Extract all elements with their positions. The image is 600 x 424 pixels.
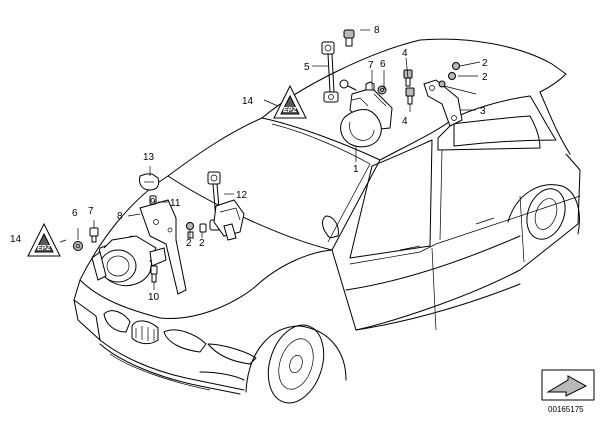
actuator-front xyxy=(91,199,187,295)
callout-14-b: 14 xyxy=(10,234,22,245)
callout-8-a: 8 xyxy=(117,211,123,222)
callout-2-b: 2 xyxy=(482,72,488,83)
hardware-rear xyxy=(343,29,460,105)
callout-6-b: 6 xyxy=(380,59,386,70)
callout-2-a: 2 xyxy=(482,58,488,69)
callout-4-a: 4 xyxy=(402,48,408,59)
leader-lines xyxy=(59,29,481,290)
warning-sticker-left: EPZ xyxy=(27,222,61,257)
callout-3: 3 xyxy=(480,106,486,117)
svg-text:EPZ: EPZ xyxy=(37,245,51,252)
warning-sticker-windshield: EPZ xyxy=(273,84,307,119)
callout-14-a: 14 xyxy=(242,96,254,107)
callout-9: 9 xyxy=(150,197,156,208)
callout-10: 10 xyxy=(148,292,160,303)
direction-arrow-icon xyxy=(541,369,595,401)
callout-11: 11 xyxy=(170,198,181,209)
callout-8-b: 8 xyxy=(374,25,380,36)
callout-7-a: 7 xyxy=(88,206,94,217)
car-body-outline xyxy=(73,38,581,404)
link-rod-rear xyxy=(321,41,339,103)
callout-13: 13 xyxy=(143,152,155,163)
callout-labels: 1 2 2 2 2 3 4 4 5 6 6 7 7 8 8 9 10 11 12… xyxy=(10,25,488,303)
callout-7-b: 7 xyxy=(368,60,374,71)
callout-5: 5 xyxy=(304,62,310,73)
callout-2-c: 2 xyxy=(186,238,192,249)
callout-1-rear: 1 xyxy=(353,164,359,175)
svg-text:EPZ: EPZ xyxy=(283,107,297,114)
document-number: 00165175 xyxy=(548,405,584,414)
level-sensor-rear xyxy=(339,79,393,148)
callout-2-d: 2 xyxy=(199,238,205,249)
callout-4-b: 4 xyxy=(402,116,408,127)
callout-12: 12 xyxy=(236,190,248,201)
callout-6-a: 6 xyxy=(72,208,78,219)
level-sensor-front xyxy=(213,199,245,241)
